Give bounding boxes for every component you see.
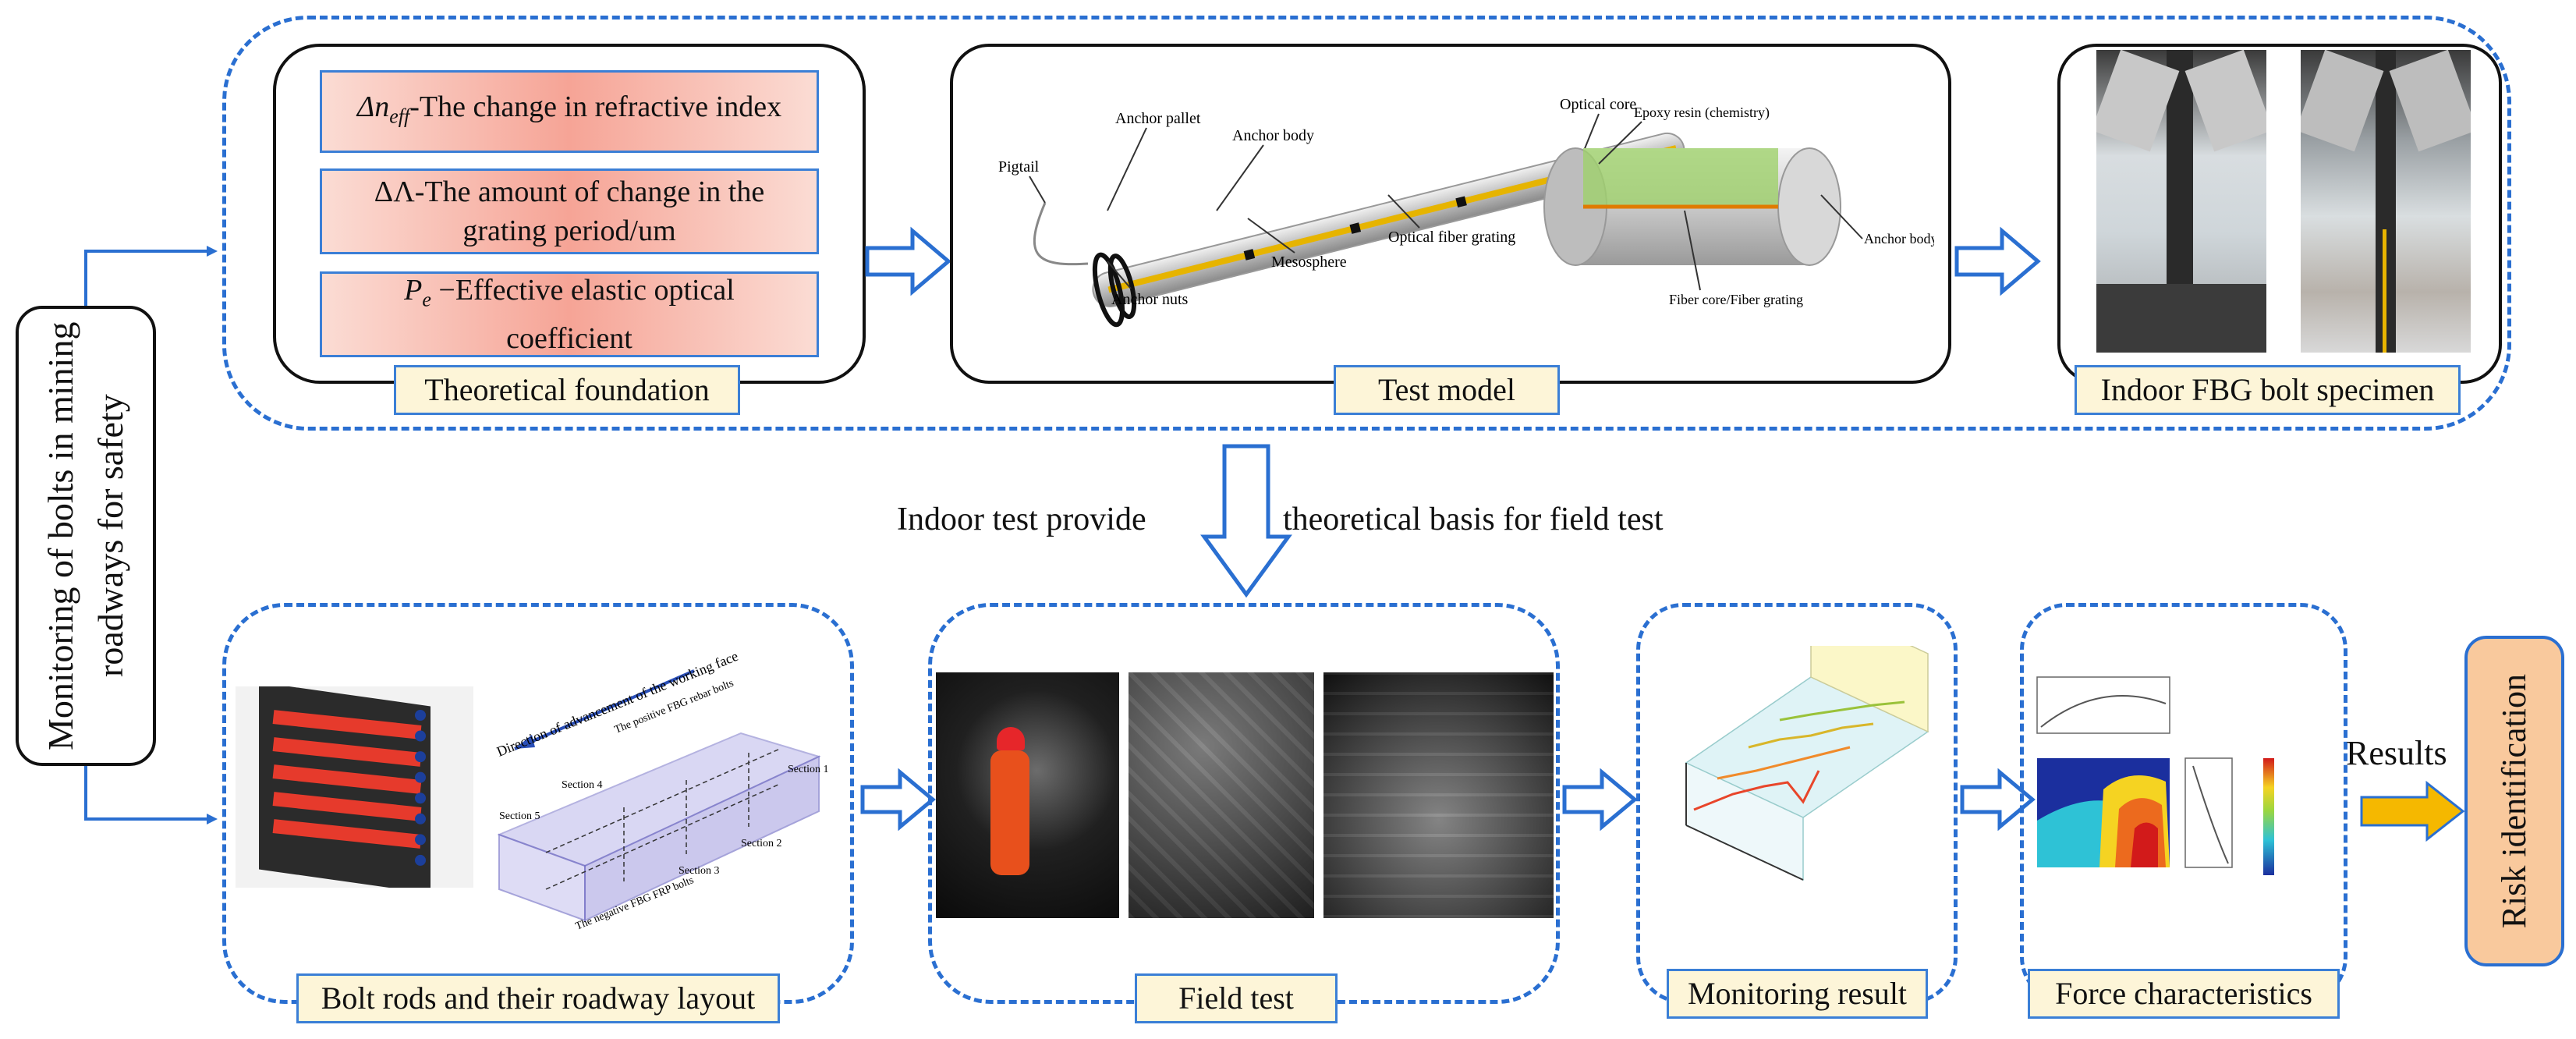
layout-section-4: Section 4 bbox=[562, 779, 603, 791]
results-arrow bbox=[2360, 780, 2465, 842]
theory-sub-1: eff bbox=[389, 105, 410, 128]
connector-top bbox=[84, 246, 218, 306]
field-photo-3 bbox=[1323, 672, 1554, 918]
results-text: Results bbox=[2346, 734, 2447, 772]
top-row-container bbox=[222, 16, 2511, 431]
layout-section-2: Section 2 bbox=[741, 838, 782, 849]
roadway-layout-diagram: Direction of advancement of the working … bbox=[494, 648, 829, 933]
theory-label: Theoretical foundation bbox=[394, 365, 740, 415]
theory-text-1: -The change in refractive index bbox=[409, 90, 782, 123]
arrow-layout-to-field bbox=[860, 768, 936, 831]
monitoring-label: Monitoring result bbox=[1667, 969, 1928, 1019]
arrow-theory-to-model bbox=[865, 226, 951, 296]
specimen-photo-2 bbox=[2301, 50, 2471, 353]
arrow-model-to-specimen bbox=[1954, 226, 2041, 296]
monitoring-chart bbox=[1685, 646, 1929, 881]
label-optical-core: Optical core bbox=[1560, 96, 1636, 113]
risk-label: Risk identification bbox=[2495, 673, 2533, 929]
theory-sub-3: e bbox=[422, 288, 431, 311]
theory-formula-3: Pe −Effective elastic optical coefficien… bbox=[320, 271, 819, 357]
label-anchor-body-2: Anchor body bbox=[1864, 231, 1934, 246]
specimen-photo-1 bbox=[2096, 50, 2266, 353]
label-mesosphere: Mesosphere bbox=[1271, 254, 1347, 271]
label-epoxy: Epoxy resin (chemistry) bbox=[1634, 105, 1770, 121]
cross-section-cylinder bbox=[1543, 147, 1841, 266]
root-box: Monitoring of bolts in mining roadways f… bbox=[16, 306, 156, 766]
field-label: Field test bbox=[1135, 973, 1338, 1023]
arrow-monitoring-to-force bbox=[1960, 768, 2036, 831]
field-photo-1 bbox=[936, 672, 1119, 918]
test-model-label: Test model bbox=[1334, 365, 1560, 415]
label-pigtail: Pigtail bbox=[998, 158, 1040, 176]
pigtail-fiber bbox=[1033, 202, 1089, 266]
layout-section-3: Section 3 bbox=[679, 865, 720, 877]
layout-section-5: Section 5 bbox=[499, 810, 540, 822]
test-model-illustration: Pigtail Anchor pallet Anchor body Optica… bbox=[998, 96, 1934, 328]
theory-text-3: −Effective elastic optical coefficient bbox=[431, 273, 735, 356]
theory-symbol-1: Δn bbox=[356, 90, 390, 123]
connector-bottom bbox=[84, 766, 218, 824]
label-anchor-nuts: Anchor nuts bbox=[1111, 291, 1189, 308]
layout-direction: Direction of advancement of the working … bbox=[494, 648, 740, 760]
theory-formula-1: Δneff-The change in refractive index bbox=[320, 70, 819, 153]
theory-text-2: -The amount of change in the grating per… bbox=[414, 176, 765, 247]
label-optical-fiber-grating: Optical fiber grating bbox=[1388, 229, 1515, 246]
risk-box: Risk identification bbox=[2464, 636, 2564, 966]
layout-section-1: Section 1 bbox=[788, 764, 829, 775]
transition-text-right: theoretical basis for field test bbox=[1283, 502, 1664, 537]
theory-formula-2: ΔΛ-The amount of change in the grating p… bbox=[320, 168, 819, 254]
layout-photo bbox=[236, 686, 473, 888]
theory-symbol-3: P bbox=[404, 273, 423, 307]
specimen-label: Indoor FBG bolt specimen bbox=[2075, 365, 2461, 415]
label-anchor-pallet: Anchor pallet bbox=[1115, 110, 1201, 127]
force-chart bbox=[2036, 676, 2274, 875]
arrow-field-to-monitoring bbox=[1562, 768, 1638, 831]
force-label: Force characteristics bbox=[2028, 969, 2340, 1019]
layout-label: Bolt rods and their roadway layout bbox=[296, 973, 780, 1023]
theory-symbol-2: ΔΛ bbox=[374, 176, 415, 208]
transition-arrow bbox=[1200, 444, 1292, 598]
field-photo-2 bbox=[1129, 672, 1314, 918]
label-anchor-body: Anchor body bbox=[1232, 127, 1314, 144]
transition-text-left: Indoor test provide bbox=[897, 502, 1146, 537]
label-fiber-core: Fiber core/Fiber grating bbox=[1669, 292, 1803, 307]
